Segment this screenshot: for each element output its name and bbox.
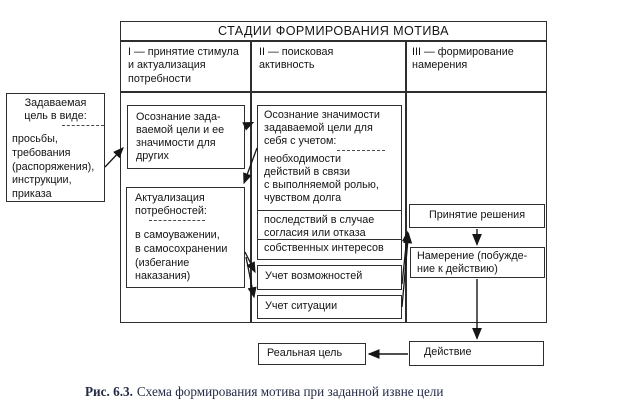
possibilities-box: Учет возможностей <box>257 265 402 290</box>
stage-3-header: III — формирование намерения <box>412 46 514 72</box>
awareness-for-self-box: Осознание значимости задаваемой цели для… <box>257 105 402 260</box>
action-box: Действие <box>409 341 544 366</box>
actualization-dashed-divider <box>149 220 205 221</box>
awareness-section-consequences: последствий в случае согласия или отказа <box>258 211 401 240</box>
column-divider-2 <box>405 40 407 323</box>
diagram-title: СТАДИИ ФОРМИРОВАНИЯ МОТИВА <box>218 24 449 38</box>
header-row-divider <box>120 91 547 93</box>
actualization-box: Актуализация потребностей: в самоуважени… <box>126 187 245 288</box>
given-goal-title: Задаваемая цель в виде: <box>24 97 87 122</box>
figure-caption-text: Схема формирования мотива при заданной и… <box>136 384 444 399</box>
actualization-title: Актуализация потребностей: <box>135 192 207 217</box>
real-goal-box: Реальная цель <box>258 343 366 365</box>
given-goal-box: Задаваемая цель в виде: просьбы, требова… <box>6 93 105 202</box>
awareness-section-role-duty: необходимости действий в связи с выполня… <box>258 150 401 211</box>
figure-caption: Рис. 6.3.Схема формирования мотива при з… <box>85 384 555 400</box>
title-row-divider <box>120 40 547 42</box>
given-goal-dashed-divider <box>62 125 104 126</box>
stage-2-header: II — поисковая активность <box>259 46 334 72</box>
awareness-for-self-dashed-divider <box>337 150 385 151</box>
figure-caption-number: Рис. 6.3. <box>85 384 133 399</box>
stages-table-frame <box>120 21 547 323</box>
awareness-for-self-title: Осознание значимости задаваемой цели для… <box>264 109 380 147</box>
awareness-section-own-interests: собственных интересов <box>264 242 384 254</box>
intention-box: Намерение (побужде- ние к действию) <box>410 247 545 278</box>
given-goal-items: просьбы, требования (распоряжения), инст… <box>12 133 95 201</box>
actualization-items: в самоуважении, в самосохранении (избега… <box>135 229 228 283</box>
awareness-for-others-box: Осознание зада- ваемой цели и ее значимо… <box>127 105 245 169</box>
decision-box: Принятие решения <box>409 204 545 228</box>
column-divider-1 <box>250 40 252 323</box>
situation-box: Учет ситуации <box>257 295 402 319</box>
stage-1-header: I — принятие стимула и актуализация потр… <box>128 46 239 85</box>
